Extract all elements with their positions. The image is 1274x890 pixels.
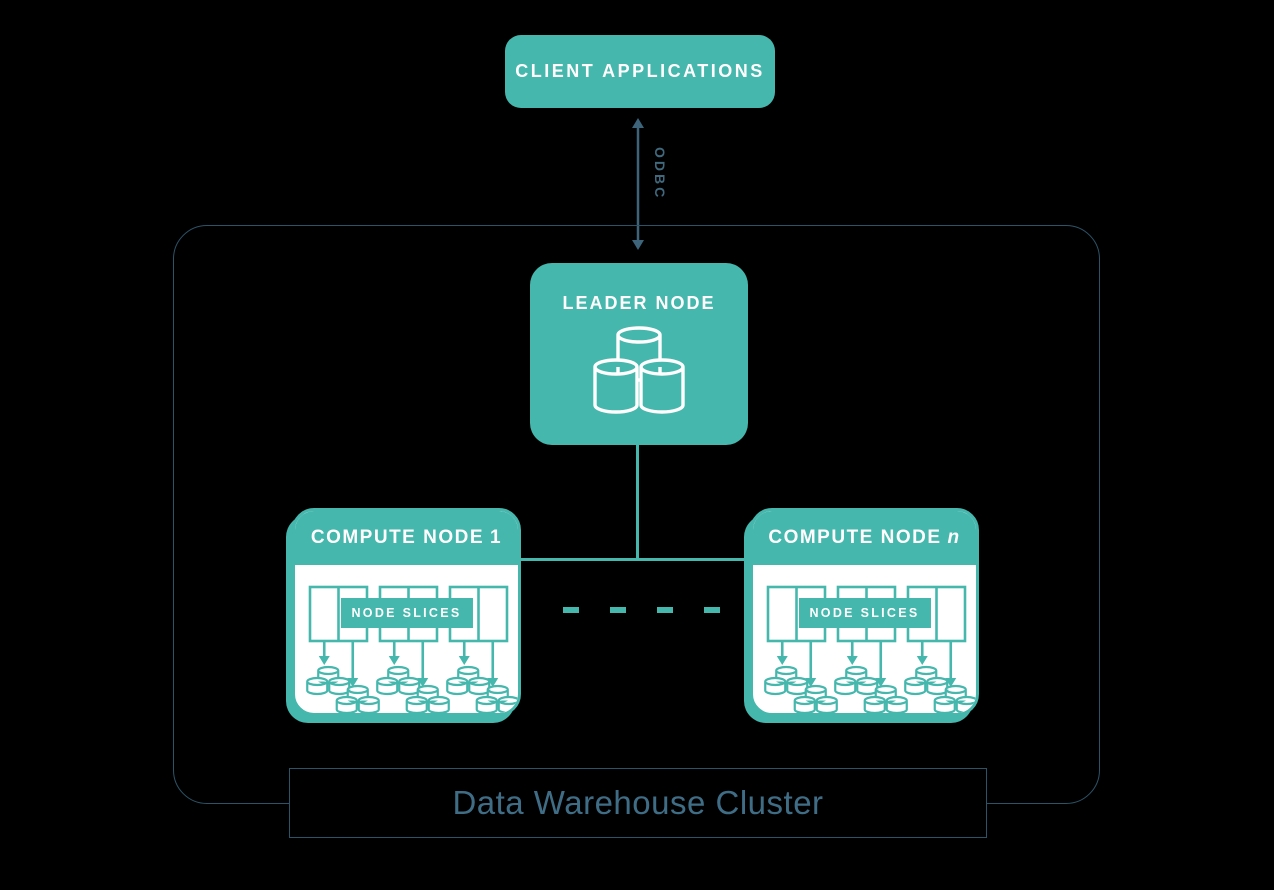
- node-slices-badge: NODE SLICES: [340, 598, 473, 628]
- compute-node-n-label: COMPUTE NODE: [768, 527, 942, 548]
- compute-node-n: COMPUTE NODE n NODE SLICES: [744, 508, 979, 723]
- node-slices-badge: NODE SLICES: [798, 598, 931, 628]
- leader-to-compute-connector-vertical: [636, 445, 639, 559]
- compute-nodes-connector-horizontal: [521, 558, 750, 561]
- compute-node-1: COMPUTE NODE 1 NODE SLICES: [286, 508, 521, 723]
- client-applications-label: CLIENT APPLICATIONS: [515, 61, 765, 81]
- compute-node-1-card: COMPUTE NODE 1 NODE SLICES: [292, 508, 521, 716]
- ellipsis-dashes: [563, 607, 721, 613]
- compute-node-1-header: COMPUTE NODE 1: [295, 511, 518, 565]
- database-cylinders-icon: [593, 326, 685, 414]
- cluster-caption: Data Warehouse Cluster: [452, 784, 824, 821]
- compute-node-1-body: NODE SLICES: [295, 565, 518, 713]
- compute-node-n-header: COMPUTE NODE n: [753, 511, 976, 565]
- node-slices-graphic: [306, 585, 518, 713]
- compute-node-1-label: COMPUTE NODE: [310, 527, 485, 548]
- node-slices-graphic: [764, 585, 976, 713]
- cluster-caption-box: Data Warehouse Cluster: [289, 768, 987, 838]
- odbc-label: ODBC: [652, 147, 668, 201]
- leader-node: LEADER NODE: [530, 263, 748, 445]
- client-applications-node: CLIENT APPLICATIONS: [505, 35, 775, 108]
- compute-node-n-body: NODE SLICES: [753, 565, 976, 713]
- compute-node-1-suffix: 1: [490, 527, 503, 548]
- leader-node-label: LEADER NODE: [562, 293, 716, 313]
- compute-node-n-suffix: n: [947, 527, 961, 548]
- double-headed-vertical-arrow-icon: [632, 118, 644, 250]
- compute-node-n-card: COMPUTE NODE n NODE SLICES: [750, 508, 979, 716]
